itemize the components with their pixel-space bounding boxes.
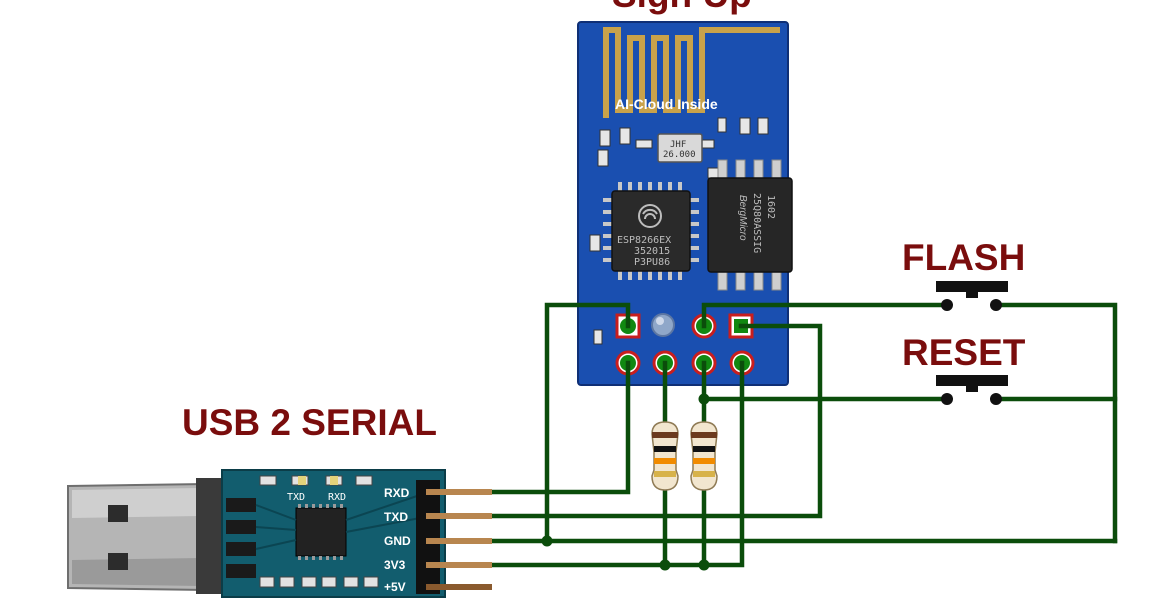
crystal-label-2: 26.000: [663, 150, 696, 160]
wire-to-flash-button: [701, 302, 946, 329]
junction-dot: [698, 393, 710, 405]
pcb-traces: [255, 494, 421, 550]
pcb-antenna: [603, 27, 780, 118]
esp01-module: AI-Cloud Inside JHF 26.000: [577, 21, 793, 386]
esp8266-chip: ESP8266EX 352015 P3PU86: [603, 182, 699, 280]
junction-dot: [541, 535, 553, 547]
led-label-rxd: RXD: [328, 492, 346, 503]
pin-label-5v: +5V: [384, 580, 406, 594]
wire-3v3: [485, 360, 745, 568]
pin-label-rxd: RXD: [384, 486, 410, 500]
flash-chip-label-3: BergMicro: [737, 195, 748, 241]
resistor-2: [690, 421, 718, 491]
wire-flash-button-right: [992, 302, 1118, 544]
usb-serial-chip: [295, 504, 347, 560]
clipped-top-heading: Sign Up: [612, 0, 752, 16]
usb-connector: [67, 478, 226, 594]
usb-serial-adapter: TXD RXD: [67, 469, 492, 598]
wire-rxd: [485, 360, 631, 495]
antenna-label: AI-Cloud Inside: [615, 96, 718, 112]
wire-gnd-to-gpio0: [544, 302, 631, 544]
pin-label-3v3: 3V3: [384, 558, 406, 572]
crystal-oscillator: JHF 26.000: [657, 133, 703, 163]
junction-dots: [541, 393, 710, 571]
reset-label: RESET: [902, 332, 1026, 373]
resistor-1: [651, 421, 679, 491]
chip-label-3: P3PU86: [634, 257, 670, 268]
smd-components: [589, 117, 769, 345]
wire-txd: [485, 323, 823, 519]
junction-dot: [698, 559, 710, 571]
usb-serial-label: USB 2 SERIAL: [182, 402, 437, 443]
adapter-header: [416, 480, 440, 594]
junction-dot: [659, 559, 671, 571]
pin-label-gnd: GND: [384, 534, 411, 548]
flash-chip-label-1: 1602: [765, 195, 776, 219]
adapter-pin-labels: RXD TXD GND 3V3 +5V: [384, 486, 411, 594]
chip-label-1: ESP8266EX: [617, 235, 671, 246]
led-label-txd: TXD: [287, 492, 305, 503]
usb-pins: [226, 498, 256, 578]
chip-label-2: 352015: [634, 246, 670, 257]
flash-button-symbol: [936, 281, 1008, 311]
adapter-smd-bottom: [259, 576, 379, 588]
reset-button-symbol: [936, 375, 1008, 405]
pin-label-txd: TXD: [384, 510, 408, 524]
mounting-hole: [651, 313, 675, 337]
wires: [485, 302, 1118, 568]
flash-chip-label-2: 25Q80ASSIG: [751, 193, 762, 253]
flash-label: FLASH: [902, 237, 1026, 278]
crystal-label-1: JHF: [670, 140, 686, 150]
header-pins: [426, 489, 492, 590]
flash-memory-chip: 1602 25Q80ASSIG BergMicro: [707, 159, 793, 291]
